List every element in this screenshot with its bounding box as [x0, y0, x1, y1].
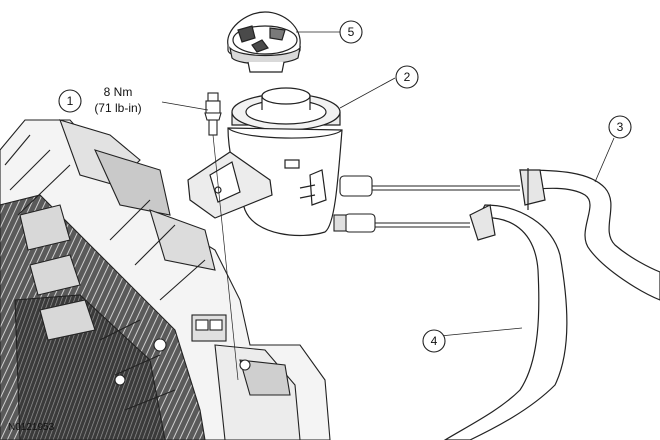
tank-connector-hoses — [333, 175, 520, 233]
lower-coolant-hose — [443, 204, 568, 440]
upper-coolant-hose — [519, 168, 660, 301]
radiator-assembly — [0, 119, 331, 440]
callout-number-4: 4 — [431, 334, 438, 348]
mounting-bolt — [204, 92, 239, 381]
figure-id: N0121953 — [8, 422, 55, 433]
coolant-reservoir — [187, 87, 343, 237]
torque-imperial: (71 lb-in) — [94, 101, 141, 115]
pressure-cap — [227, 11, 301, 73]
callout-number-5: 5 — [348, 25, 355, 39]
callout-2: 2 — [395, 65, 419, 89]
callout-1: 1 — [58, 89, 82, 113]
callout-4: 4 — [422, 329, 446, 353]
callout-3: 3 — [608, 115, 632, 139]
callout-number-2: 2 — [404, 70, 411, 84]
torque-metric: 8 Nm — [104, 85, 133, 99]
leader-lines — [161, 31, 615, 338]
callout-number-3: 3 — [617, 120, 624, 134]
torque-spec-label: 8 Nm (71 lb-in) — [94, 85, 141, 115]
callout-number-1: 1 — [67, 94, 74, 108]
callout-5: 5 — [339, 20, 363, 44]
